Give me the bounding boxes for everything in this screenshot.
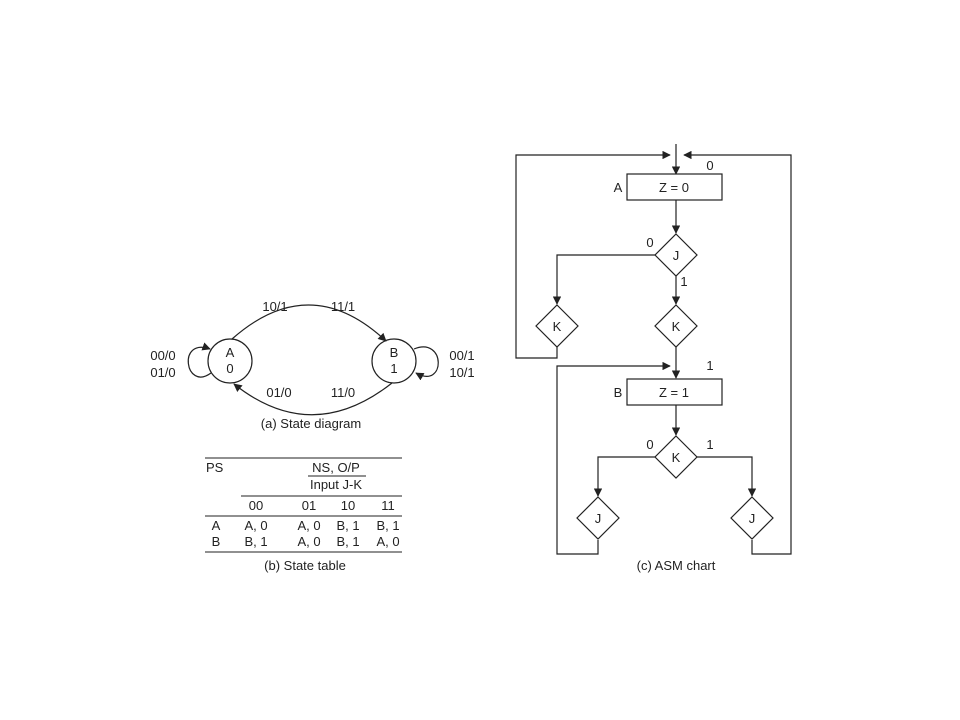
table-row-b-c1: A, 0 — [297, 534, 320, 549]
self-loop-b — [413, 346, 439, 381]
self-loop-a — [187, 342, 212, 378]
asm-state-a-label: A — [614, 180, 623, 195]
asm-j1-zero: 0 — [646, 235, 653, 250]
loop-b-label-2: 10/1 — [449, 365, 474, 380]
asm-decision-j-left — [576, 496, 620, 540]
label-top-left: 10/1 — [262, 299, 287, 314]
asm-decision-k-mid-text: K — [672, 319, 681, 334]
table-row-b-c0: B, 1 — [244, 534, 267, 549]
table-ns-header: NS, O/P — [312, 460, 360, 475]
label-bottom-right: 11/0 — [331, 385, 355, 400]
transition-b-to-a — [233, 382, 393, 416]
table-col-10: 10 — [341, 498, 355, 513]
asm-decision-j-right-text: J — [749, 511, 756, 526]
state-b-name: B — [390, 345, 399, 360]
state-a-output: 0 — [226, 361, 233, 376]
caption-asm-chart: (c) ASM chart — [637, 558, 716, 573]
table-input-header: Input J-K — [310, 477, 362, 492]
caption-state-table: (b) State table — [264, 558, 346, 573]
asm-state-b-text: Z = 1 — [659, 385, 689, 400]
state-a-name: A — [226, 345, 235, 360]
table-row-a-c1: A, 0 — [297, 518, 320, 533]
label-top-right: 11/1 — [331, 299, 355, 314]
table-row-a-c3: B, 1 — [376, 518, 399, 533]
label-bottom-left: 01/0 — [266, 385, 291, 400]
table-col-00: 00 — [249, 498, 263, 513]
asm-decision-k2-text: K — [672, 450, 681, 465]
state-table: PS NS, O/P Input J-K 00 01 10 11 A A, 0 … — [205, 457, 402, 573]
state-a-node — [207, 338, 253, 384]
table-row-a-ps: A — [212, 518, 221, 533]
table-row-a-c2: B, 1 — [336, 518, 359, 533]
caption-state-diagram: (a) State diagram — [261, 416, 361, 431]
asm-k2-one: 1 — [706, 437, 713, 452]
state-b-node — [371, 338, 417, 384]
table-row-b-c2: B, 1 — [336, 534, 359, 549]
asm-decision-j-right — [730, 496, 774, 540]
table-row-b-c3: A, 0 — [376, 534, 399, 549]
asm-state-b-box — [626, 378, 723, 406]
loop-a-label-2: 01/0 — [150, 365, 175, 380]
asm-state-a-box — [626, 173, 723, 201]
asm-decision-j1-text: J — [673, 248, 680, 263]
transition-a-to-b — [231, 304, 387, 342]
table-row-b-ps: B — [212, 534, 221, 549]
asm-decision-k2 — [654, 435, 698, 479]
asm-state-b-code: 1 — [706, 358, 713, 373]
asm-state-a-code: 0 — [706, 158, 713, 173]
loop-a-label-1: 00/0 — [150, 348, 175, 363]
asm-j1-one: 1 — [680, 274, 687, 289]
loop-b-label-1: 00/1 — [449, 348, 474, 363]
state-diagram: A 0 B 1 10/1 11/1 01/0 11/0 00/0 01/0 00… — [150, 299, 474, 431]
asm-decision-j-left-text: J — [595, 511, 602, 526]
asm-state-a-text: Z = 0 — [659, 180, 689, 195]
asm-k2-zero: 0 — [646, 437, 653, 452]
table-col-01: 01 — [302, 498, 316, 513]
table-col-11: 11 — [381, 498, 395, 513]
table-ps-header: PS — [206, 460, 224, 475]
state-b-output: 1 — [390, 361, 397, 376]
asm-decision-k-left — [535, 304, 579, 348]
asm-state-b-label: B — [614, 385, 623, 400]
asm-chart: Z = 0 A 0 J 0 1 K K 1 Z = 1 B K 0 1 — [515, 144, 792, 573]
table-row-a-c0: A, 0 — [244, 518, 267, 533]
asm-decision-k-left-text: K — [553, 319, 562, 334]
